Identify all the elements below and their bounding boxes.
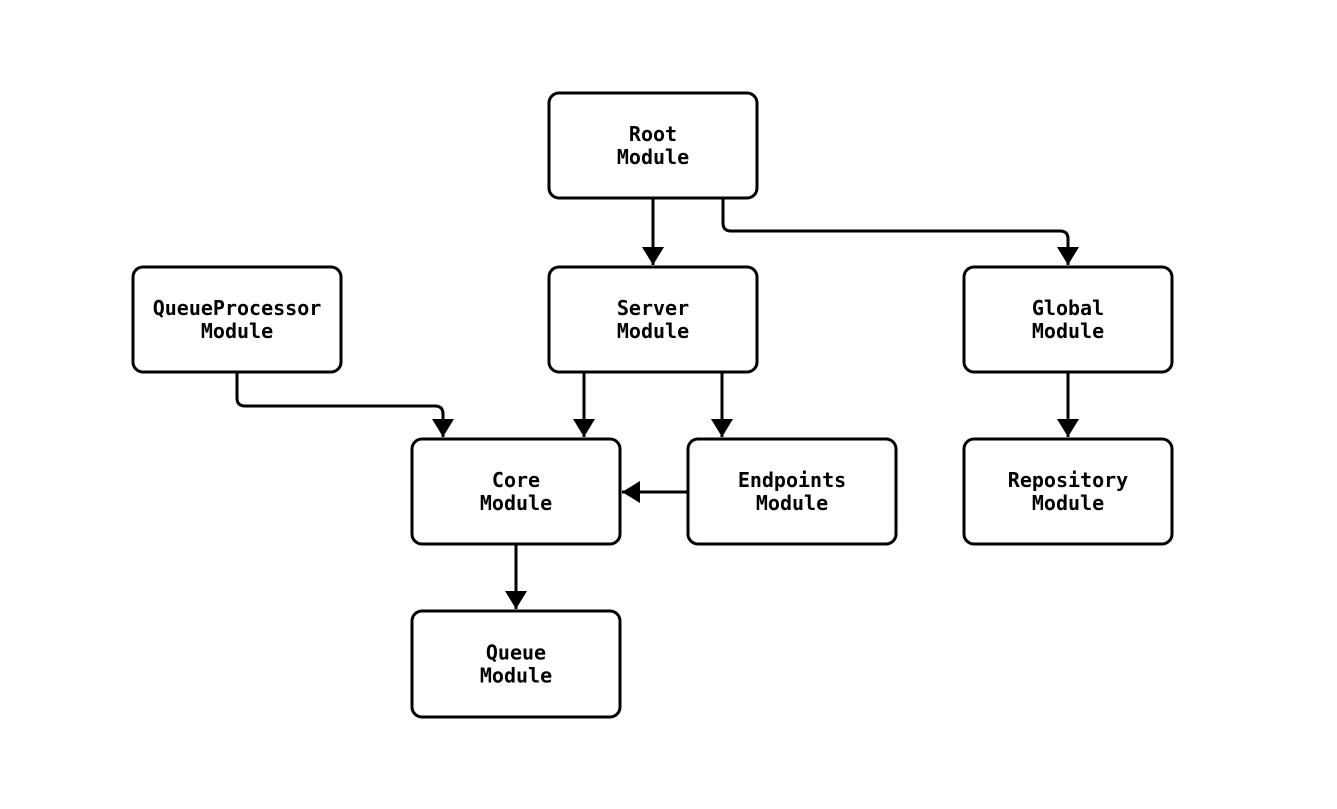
node-box bbox=[962, 437, 1174, 546]
node-box bbox=[686, 437, 898, 546]
node-box bbox=[131, 265, 343, 374]
node-box bbox=[547, 265, 759, 374]
edge-queueprocessor-module-to-core-module bbox=[235, 372, 454, 437]
edges-layer bbox=[235, 198, 1079, 609]
node-box bbox=[410, 437, 622, 546]
node-box bbox=[547, 91, 759, 200]
edge-root-module-to-global-module bbox=[721, 198, 1079, 265]
node-box bbox=[962, 265, 1174, 374]
node-box bbox=[410, 609, 622, 719]
